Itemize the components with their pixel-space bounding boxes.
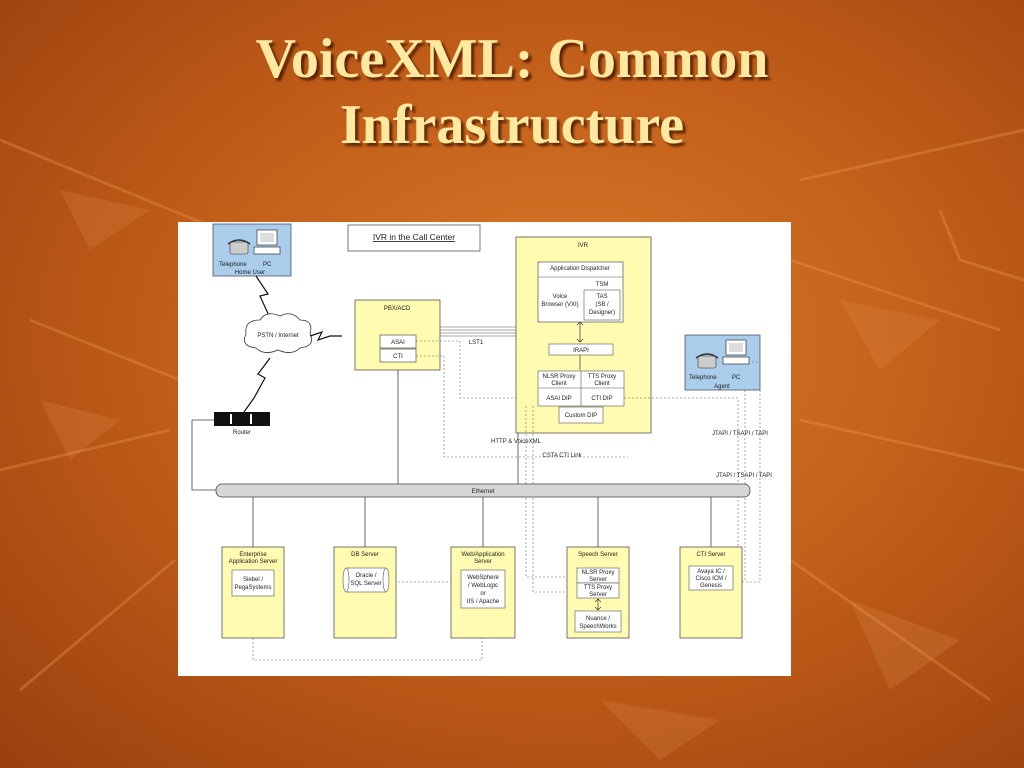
enterprise-title-2: Application Server: [229, 559, 278, 565]
pbx-asai-box: [379, 334, 417, 349]
home-telephone-label: Telephone: [219, 262, 247, 268]
jtapi-label-2: JTAPI / TSAPI / TAPI: [716, 473, 772, 479]
ethernet-label: Ethernet: [472, 489, 495, 495]
websphere-box: [460, 569, 506, 609]
tas-box: [583, 289, 621, 321]
db-server-box: [333, 546, 397, 639]
router-label: Router: [233, 430, 251, 436]
cti-dip-label: CTI DIP: [591, 396, 612, 402]
cti-server-label-3: Genesis: [700, 583, 722, 589]
tsm-label: TSM: [596, 282, 609, 288]
home-user-label: Home User: [235, 270, 265, 276]
tas-label-1: TAS: [596, 294, 607, 300]
slide-title-line-2: Infrastructure: [339, 94, 685, 156]
pbx-cti-box: [379, 348, 417, 363]
web-label-2: / WebLogic: [468, 583, 498, 589]
agent-pc-label: PC: [732, 375, 741, 381]
web-label-1: WebSphere: [467, 575, 499, 581]
cti-server-title: CTI Server: [696, 552, 725, 558]
tas-label-2: (SB /: [595, 302, 609, 308]
router-ethernet-link: [191, 419, 216, 491]
agent-pc-cti-link: [728, 361, 761, 583]
agent-pc-icon: [722, 339, 750, 365]
pbx-cti-label: CTI: [393, 354, 403, 360]
pstn-pbx-link: [309, 330, 342, 342]
nlsr-proxy-client-label-2: Client: [551, 381, 567, 387]
siebel-label-2: PegaSystems: [234, 585, 271, 591]
wireless-link-2: [243, 357, 271, 413]
siebel-box: [231, 569, 275, 597]
lst1-label: LST1: [469, 340, 484, 346]
voice-browser-label-2: Browser (VXI): [541, 302, 578, 308]
nuance-label-2: SpeechWorks: [579, 624, 616, 630]
tas-label-3: Designer): [589, 310, 615, 316]
tts-proxy-client-label-2: Client: [594, 381, 610, 387]
custom-dip-box: [558, 406, 604, 424]
nlsr-server-label-2: Server: [589, 577, 607, 583]
pbx-asai-label: ASAI: [391, 340, 405, 346]
nlsr-link: [525, 406, 576, 578]
jtapi-label-1: JTAPI / TSAPI / TAPI: [712, 431, 768, 437]
nuance-label-1: Nuance /: [586, 616, 610, 622]
tts-server-box: [576, 582, 620, 599]
enterprise-title-1: Enterprise: [239, 552, 267, 558]
asai-dip-label: ASAI DIP: [546, 396, 571, 402]
slide-title: VoiceXML: Common Infrastructure: [0, 26, 1024, 158]
caption-box: [347, 224, 481, 252]
avaya-box: [688, 565, 734, 591]
irapi-box: [548, 343, 614, 356]
siebel-label-1: Siebel /: [243, 577, 263, 583]
dispatcher-irapi-arrow: [576, 321, 584, 343]
tts-link: [532, 406, 576, 593]
db-label-2: SQL Server: [350, 581, 381, 587]
speech-engine-arrow: [594, 598, 602, 611]
asai-dip-link: [416, 340, 518, 399]
telephone-icon: [227, 239, 251, 255]
pstn-label: PSTN / Internet: [257, 333, 299, 339]
agent-label: Agent: [714, 384, 730, 390]
irapi-label: IRAPI: [573, 348, 589, 354]
tts-server-label-2: Server: [589, 592, 607, 598]
home-pc-label: PC: [263, 262, 272, 268]
csta-cti-link: [416, 355, 628, 458]
cti-server-label-2: Cisco ICM /: [695, 576, 726, 582]
ethernet-drops: [252, 497, 712, 547]
ivr-title: IVR: [578, 243, 589, 249]
http-voicexml-label: HTTP & VoiceXML: [491, 439, 542, 445]
speech-title: Speech Server: [578, 552, 618, 558]
caption-text: IVR in the Call Center: [373, 232, 455, 242]
pc-icon: [253, 229, 281, 255]
enterprise-web-link: [252, 638, 483, 661]
nuance-box: [574, 610, 622, 633]
database-icon: [342, 567, 390, 593]
db-title: DB Server: [351, 552, 379, 558]
agent-telephone-icon: [695, 353, 719, 369]
csta-link-label: CSTA CTI Link: [542, 453, 582, 459]
custom-dip-label: Custom DIP: [565, 413, 597, 419]
db-label-1: Oracle /: [355, 573, 376, 579]
pbx-ivr-trunk: [440, 326, 516, 337]
web-label-4: IIS / Apache: [467, 599, 500, 605]
tts-server-label-1: TTS Proxy: [584, 585, 612, 591]
web-title-1: Web/Application: [461, 552, 504, 558]
diagram-canvas: IVR in the Call Center Telephone PC Home…: [191, 223, 772, 661]
nlsr-proxy-client-label-1: NLSR Proxy: [542, 374, 575, 380]
web-label-3: or: [480, 591, 485, 597]
cti-server-label-1: Avaya IC /: [697, 569, 725, 575]
cti-server-box: [679, 546, 743, 639]
nlsr-server-label-1: NLSR Proxy: [581, 570, 614, 576]
app-dispatcher-label: Application Dispatcher: [550, 266, 610, 272]
pstn-cloud-icon: [243, 313, 313, 353]
tts-proxy-client-label-1: TTS Proxy: [588, 374, 616, 380]
slide-title-line-1: VoiceXML: Common: [255, 28, 769, 90]
wireless-link-1: [255, 275, 271, 319]
router-icon: [214, 412, 270, 426]
voice-browser-label-1: Voice: [553, 294, 568, 300]
web-title-2: Server: [474, 559, 492, 565]
agent-telephone-label: Telephone: [689, 375, 717, 381]
pbx-title: PBX/ACD: [384, 306, 411, 312]
architecture-diagram: IVR in the Call Center Telephone PC Home…: [178, 222, 791, 676]
